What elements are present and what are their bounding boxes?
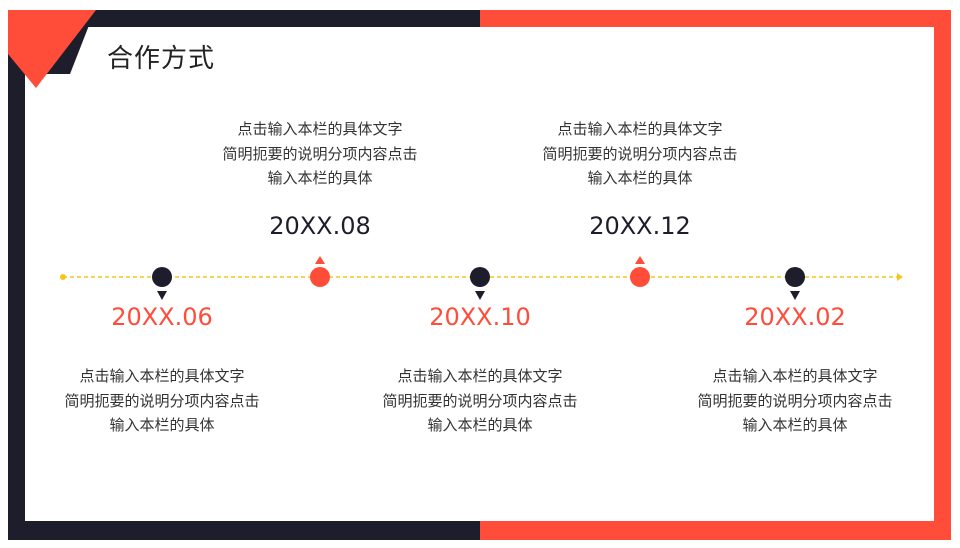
- page-title: 合作方式: [107, 44, 216, 74]
- milestone-marker: [630, 256, 650, 287]
- milestone-pointer: [315, 256, 325, 264]
- description-line: 输入本栏的具体: [109, 416, 215, 434]
- description-line: 点击输入本栏的具体文字: [397, 367, 563, 385]
- description-line: 点击输入本栏的具体文字: [237, 120, 403, 138]
- milestone-pointer: [790, 291, 800, 300]
- description-line: 简明扼要的说明分项内容点击: [542, 144, 738, 163]
- milestone-pointer: [157, 291, 167, 300]
- milestone-dot: [470, 267, 490, 287]
- milestone-date: 20XX.10: [429, 303, 531, 331]
- milestone-date: 20XX.12: [589, 212, 691, 240]
- description-line: 点击输入本栏的具体文字: [712, 367, 878, 385]
- corner-decoration: [8, 10, 96, 88]
- milestone-marker: [470, 267, 490, 300]
- milestone-date: 20XX.02: [744, 303, 846, 331]
- milestone-dot: [310, 267, 330, 287]
- description-line: 简明扼要的说明分项内容点击: [382, 391, 578, 410]
- description-line: 点击输入本栏的具体文字: [557, 120, 723, 138]
- timeline-end-arrow: [897, 273, 903, 281]
- description-line: 输入本栏的具体: [267, 169, 373, 187]
- milestone-description: 点击输入本栏的具体文字简明扼要的说明分项内容点击输入本栏的具体: [370, 364, 590, 438]
- milestone-pointer: [475, 291, 485, 300]
- description-line: 简明扼要的说明分项内容点击: [64, 391, 260, 410]
- description-line: 简明扼要的说明分项内容点击: [222, 144, 418, 163]
- description-line: 输入本栏的具体: [742, 416, 848, 434]
- milestone-date: 20XX.06: [111, 303, 213, 331]
- description-line: 输入本栏的具体: [587, 169, 693, 187]
- description-line: 点击输入本栏的具体文字: [79, 367, 245, 385]
- milestone-description: 点击输入本栏的具体文字简明扼要的说明分项内容点击输入本栏的具体: [530, 117, 750, 191]
- milestone-marker: [152, 267, 172, 300]
- milestone-dot: [630, 267, 650, 287]
- milestone-pointer: [635, 256, 645, 264]
- milestone-description: 点击输入本栏的具体文字简明扼要的说明分项内容点击输入本栏的具体: [210, 117, 430, 191]
- description-line: 输入本栏的具体: [427, 416, 533, 434]
- milestone-dot: [785, 267, 805, 287]
- timeline-start-dot: [60, 274, 66, 280]
- milestone-date: 20XX.08: [269, 212, 371, 240]
- milestone-description: 点击输入本栏的具体文字简明扼要的说明分项内容点击输入本栏的具体: [52, 364, 272, 438]
- milestone-dot: [152, 267, 172, 287]
- milestone-description: 点击输入本栏的具体文字简明扼要的说明分项内容点击输入本栏的具体: [685, 364, 905, 438]
- milestone-marker: [310, 256, 330, 287]
- description-line: 简明扼要的说明分项内容点击: [697, 391, 893, 410]
- milestone-marker: [785, 267, 805, 300]
